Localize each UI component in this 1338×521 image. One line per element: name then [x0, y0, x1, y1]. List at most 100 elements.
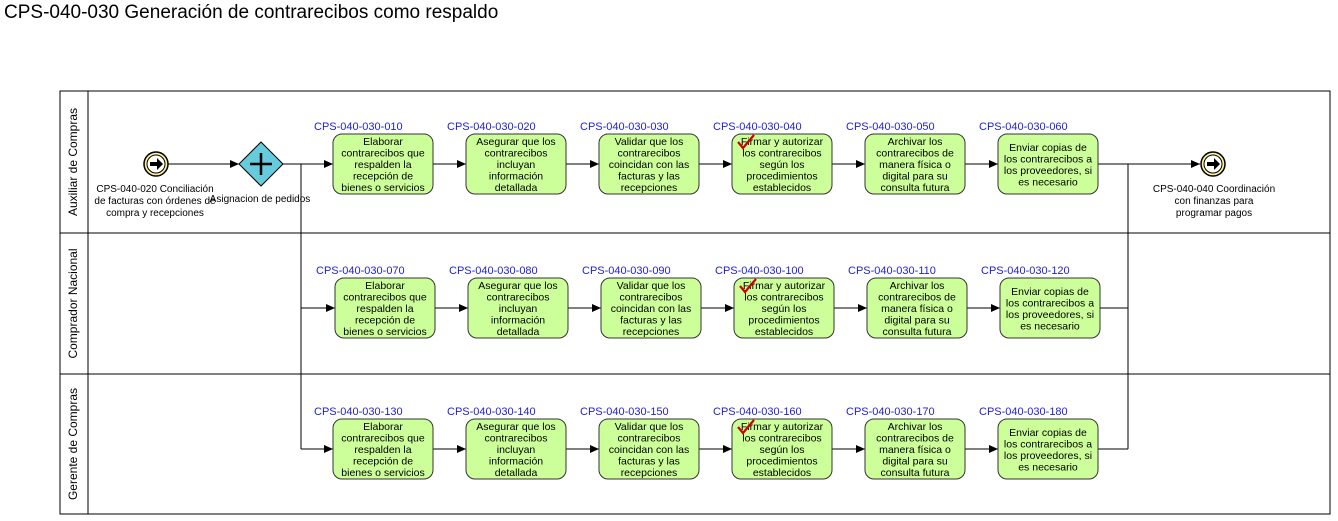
task-id: CPS-040-030-070 — [316, 265, 405, 277]
task-label: Validar que los — [615, 136, 684, 148]
task-label: contrarecibos — [484, 148, 547, 160]
task-label: coincidan con las — [609, 444, 690, 456]
task-label: contrarecibos de — [878, 292, 956, 304]
task-box[interactable] — [997, 133, 1099, 195]
task-label: establecidos — [753, 467, 811, 479]
task-label: los contrarecibos — [744, 292, 823, 304]
task-label: los contrarecibos — [742, 148, 821, 160]
task-box[interactable] — [332, 133, 434, 195]
task-label: contrarecibos de — [876, 433, 954, 445]
task-label: procedimientos — [746, 171, 817, 183]
task-box[interactable] — [864, 133, 966, 195]
task-label: Asegurar que los — [476, 421, 555, 433]
start-event-label: de facturas con órdenes de — [94, 196, 216, 207]
task-box[interactable] — [997, 418, 1099, 480]
task-box[interactable] — [334, 277, 436, 339]
task-label: contrarecibos — [484, 433, 547, 445]
task-id: CPS-040-030-140 — [447, 406, 536, 418]
task-label: los proveedores, si — [1004, 450, 1092, 462]
task-box[interactable] — [598, 418, 700, 480]
task-label: información — [491, 315, 545, 327]
end-event-label: programar pagos — [1176, 208, 1252, 219]
task-box[interactable] — [598, 133, 700, 195]
task-box[interactable] — [731, 133, 833, 195]
task-label: facturas y las — [618, 171, 680, 183]
sequence-flows — [168, 160, 1200, 453]
task-label: los contrarecibos — [742, 433, 821, 445]
task-label: coincidan con las — [609, 159, 690, 171]
task-label: procedimientos — [748, 315, 819, 327]
task-label: es necesario — [1018, 461, 1078, 473]
task-label: detallada — [495, 467, 538, 479]
task-id: CPS-040-030-040 — [713, 121, 802, 133]
task-id: CPS-040-030-050 — [846, 121, 935, 133]
start-event-label: compra y recepciones — [106, 208, 204, 219]
task-label: según los — [762, 303, 807, 315]
task-label: Enviar copias de — [1009, 142, 1087, 154]
task-label: Firmar y autorizar — [741, 421, 824, 433]
task-label: recepciones — [621, 182, 678, 194]
task-box[interactable] — [864, 418, 966, 480]
start-event-label: CPS-040-020 Conciliación — [96, 184, 213, 195]
task-label: los proveedores, si — [1004, 165, 1092, 177]
arrow-right-icon — [150, 158, 163, 170]
task-label: procedimientos — [746, 456, 817, 468]
task-box[interactable] — [600, 277, 702, 339]
task-label: contrarecibos de — [876, 148, 954, 160]
task-label: respalden la — [354, 159, 411, 171]
lane-label: Gerente de Compras — [66, 388, 80, 500]
task-label: detallada — [495, 182, 538, 194]
task-id: CPS-040-030-180 — [979, 406, 1068, 418]
task-box[interactable] — [733, 277, 835, 339]
task-label: Archivar los — [888, 421, 943, 433]
task-label: bienes o servicios — [341, 467, 424, 479]
task-box[interactable] — [465, 418, 567, 480]
task-label: es necesario — [1020, 320, 1080, 332]
task-label: recepción de — [353, 171, 413, 183]
task-label: establecidos — [755, 326, 813, 338]
task-label: Enviar copias de — [1009, 427, 1087, 439]
check-icon — [737, 419, 755, 435]
task-id: CPS-040-030-160 — [713, 406, 802, 418]
task-id: CPS-040-030-090 — [582, 265, 671, 277]
task-label: contrarecibos — [486, 292, 549, 304]
task-box[interactable] — [465, 133, 567, 195]
task-label: Firmar y autorizar — [743, 280, 826, 292]
task-box[interactable] — [467, 277, 569, 339]
task-label: recepciones — [623, 326, 680, 338]
task-label: consulta futura — [881, 467, 950, 479]
task-label: incluyan — [497, 444, 536, 456]
task-box[interactable] — [866, 277, 968, 339]
task-label: recepción de — [355, 315, 415, 327]
task-label: información — [489, 171, 543, 183]
task-label: manera física o — [879, 159, 951, 171]
task-box[interactable] — [999, 277, 1101, 339]
task-box[interactable] — [332, 418, 434, 480]
task-label: digital para su — [882, 171, 948, 183]
task-box[interactable] — [731, 418, 833, 480]
task-label: es necesario — [1018, 176, 1078, 188]
task-label: contrarecibos que — [341, 433, 425, 445]
task-label: Elaborar — [363, 421, 403, 433]
task-label: contrarecibos que — [341, 148, 425, 160]
task-id: CPS-040-030-020 — [447, 121, 536, 133]
end-event-label: con finanzas para — [1175, 196, 1254, 207]
